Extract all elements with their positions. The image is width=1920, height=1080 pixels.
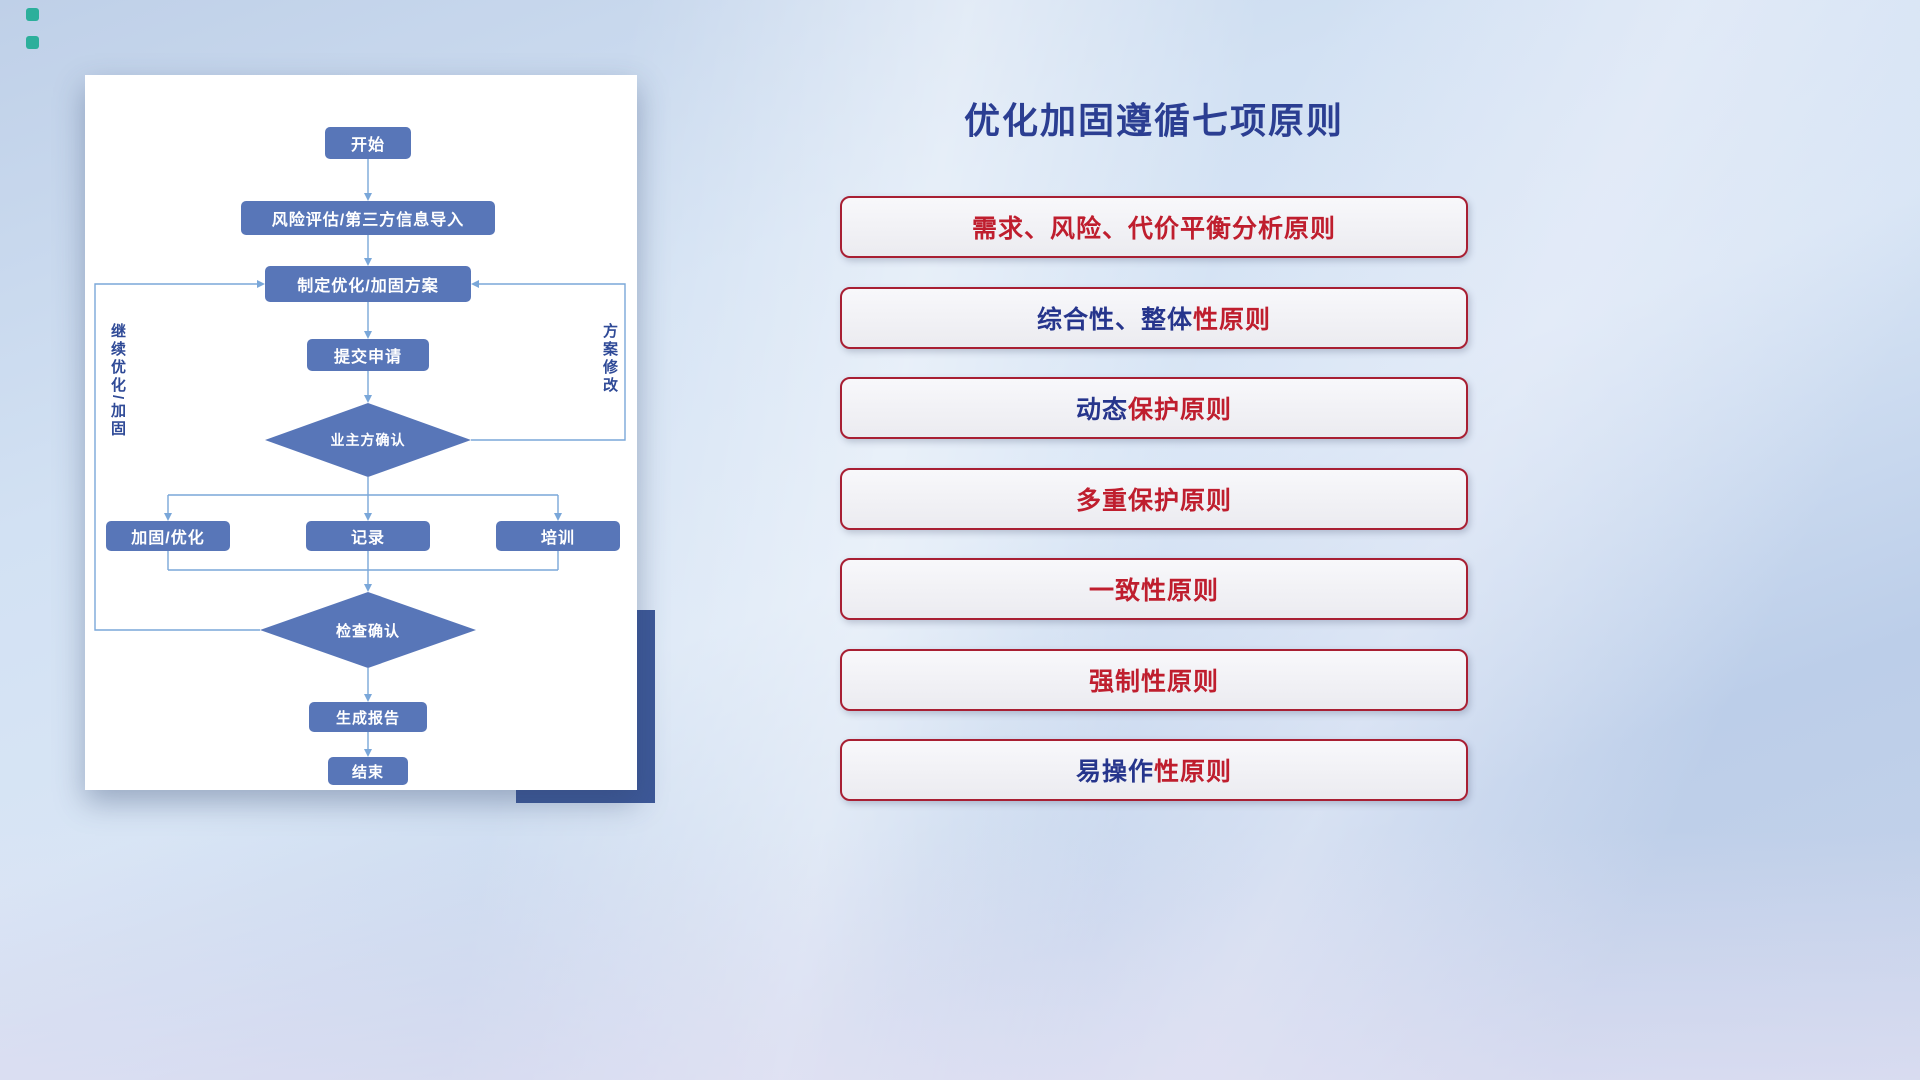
flowchart-card: 开始 风险评估/第三方信息导入 制定优化/加固方案 提交申请 业主方确认 加固/… (85, 75, 637, 790)
principle-box-3: 动态保护原则 (840, 377, 1468, 439)
flowchart-node-record: 记录 (306, 521, 430, 551)
flowchart-connectors (94, 159, 626, 757)
principle-box-2: 综合性、整体性原则 (840, 287, 1468, 349)
corner-logo-mark (26, 36, 39, 49)
loop-label-plan-revise: 方案修改 (601, 323, 618, 395)
page-title: 优化加固遵循七项原则 (963, 100, 1344, 141)
background-bottom-band (0, 830, 1920, 1080)
principle-box-6: 强制性原则 (840, 649, 1468, 711)
principle-label: 一致性原则 (1089, 571, 1219, 607)
flowchart-node-make-plan: 制定优化/加固方案 (265, 266, 471, 302)
flowchart-node-end: 结束 (328, 757, 408, 785)
principle-text-segment: 性原则 (1193, 306, 1272, 334)
principle-label: 需求、风险、代价平衡分析原则 (972, 209, 1336, 245)
principle-box-4: 多重保护原则 (840, 468, 1468, 530)
principle-text-segment: 一致性原则 (1088, 577, 1219, 605)
principle-text-segment: 多重保护原则 (1075, 487, 1232, 515)
principle-label: 易操作性原则 (1076, 752, 1232, 788)
loop-label-continue-optimize: 继续优化/加固 (109, 323, 126, 439)
principle-text-segment: 综合性、整体 (1036, 306, 1193, 334)
principle-label: 动态保护原则 (1076, 390, 1232, 426)
principle-text-segment: 需求、风险、代价平衡分析原则 (971, 215, 1336, 243)
flowchart-node-reinforce: 加固/优化 (106, 521, 230, 551)
principle-text-segment: 保护原则 (1128, 396, 1233, 424)
principle-box-5: 一致性原则 (840, 558, 1468, 620)
principle-box-1: 需求、风险、代价平衡分析原则 (840, 196, 1468, 258)
flowchart-node-training: 培训 (496, 521, 620, 551)
flowchart-node-submit: 提交申请 (307, 339, 429, 371)
principle-text-segment: 动态 (1075, 396, 1128, 424)
principle-label: 多重保护原则 (1076, 481, 1232, 517)
flowchart-node-report: 生成报告 (309, 702, 427, 732)
flowchart-node-start: 开始 (325, 127, 411, 159)
principle-box-7: 易操作性原则 (840, 739, 1468, 801)
principle-label: 综合性、整体性原则 (1037, 300, 1271, 336)
corner-logo-mark (26, 8, 39, 21)
principle-text-segment: 性原则 (1154, 758, 1233, 786)
flowchart-node-risk-import: 风险评估/第三方信息导入 (241, 201, 495, 235)
principle-text-segment: 强制性原则 (1088, 668, 1219, 696)
principle-label: 强制性原则 (1089, 662, 1219, 698)
principle-text-segment: 易操作 (1075, 758, 1154, 786)
